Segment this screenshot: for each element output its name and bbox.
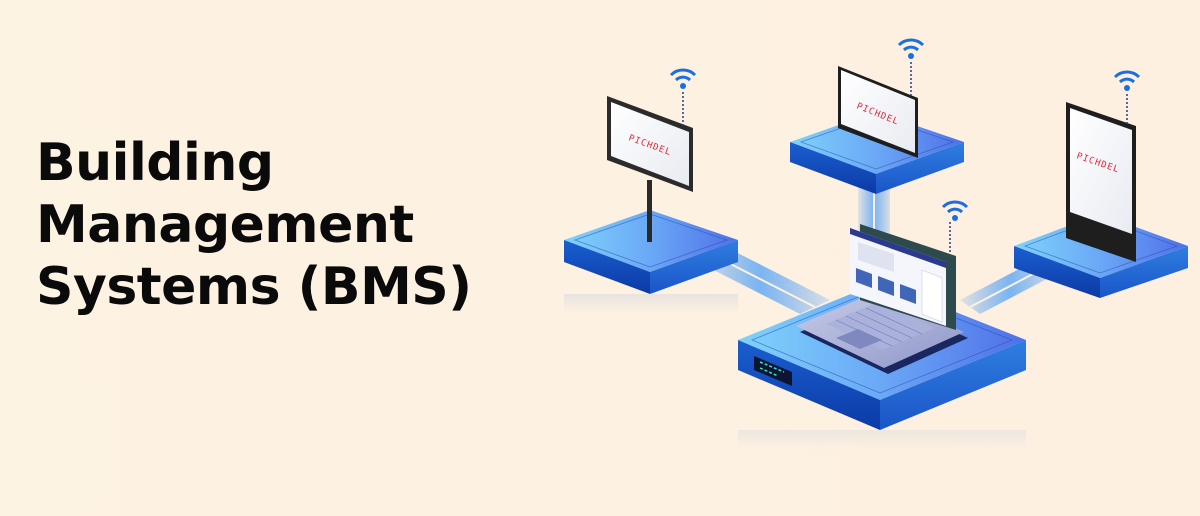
laptop-keyboard [826, 302, 934, 350]
pole-signage-display: PICHDEL [607, 68, 697, 242]
laptop-computer [796, 200, 969, 374]
title-line-2: Management [36, 195, 414, 255]
dashboard-image-placeholders [856, 242, 916, 304]
page-title: Building Management Systems (BMS) [36, 132, 472, 318]
title-line-1: Building [36, 133, 274, 193]
title-line-3: Systems (BMS) [36, 257, 472, 317]
dashboard-side-panel [921, 269, 943, 323]
laptop-trackpad [836, 329, 882, 349]
wifi-icon [1113, 70, 1141, 91]
table-display: PICHDEL [838, 38, 925, 158]
wifi-icon [897, 38, 925, 59]
platform-top [790, 112, 964, 194]
wifi-icon [669, 68, 697, 89]
hub-status-display [754, 356, 792, 386]
standee-kiosk-display: PICHDEL [1066, 70, 1141, 262]
wifi-icon [941, 200, 969, 221]
